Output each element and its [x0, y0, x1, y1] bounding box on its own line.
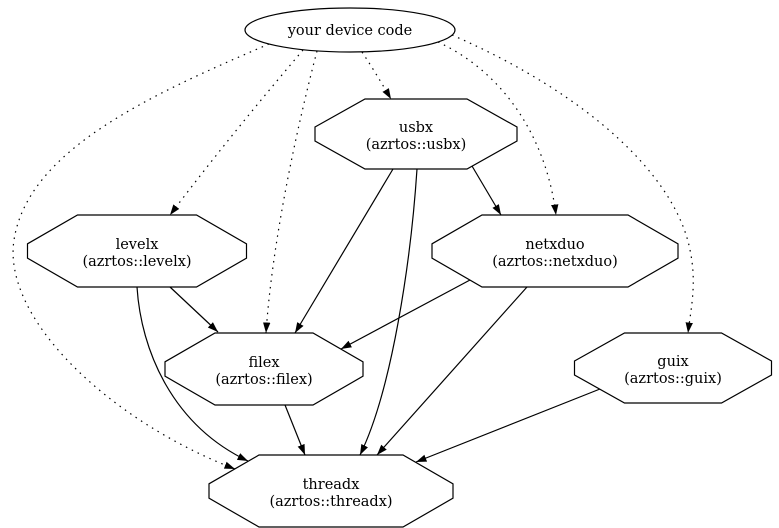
edge-levelx-filex: [169, 286, 219, 333]
levelx-sublabel: (azrtos::levelx): [82, 254, 191, 270]
netxduo-label: netxduo: [525, 237, 584, 253]
edge-netxduo-threadx: [376, 286, 528, 456]
threadx-label: threadx: [303, 477, 360, 493]
edge-device-usbx: [361, 51, 392, 100]
filex-label: filex: [248, 355, 279, 371]
edge-device-filex: [263, 50, 318, 334]
edges-layer: [12, 34, 694, 470]
node-threadx: threadx(azrtos::threadx): [208, 454, 454, 528]
edge-usbx-netxduo: [471, 165, 502, 216]
node-filex: filex(azrtos::filex): [164, 332, 364, 406]
guix-sublabel: (azrtos::guix): [624, 371, 722, 387]
usbx-octagon-shape: [314, 98, 518, 170]
node-guix: guix(azrtos::guix): [573, 332, 773, 404]
device-ellipse-shape: [244, 7, 456, 53]
edge-filex-threadx: [284, 404, 306, 456]
filex-sublabel: (azrtos::filex): [215, 372, 312, 388]
threadx-octagon-shape: [208, 454, 454, 528]
node-netxduo: netxduo(azrtos::netxduo): [431, 214, 679, 288]
device-label: your device code: [287, 23, 413, 39]
nodes-layer: your device codeusbx(azrtos::usbx)levelx…: [26, 7, 773, 528]
edge-device-threadx: [12, 43, 270, 470]
levelx-octagon-shape: [26, 214, 248, 288]
node-levelx: levelx(azrtos::levelx): [26, 214, 248, 288]
edge-usbx-filex: [294, 168, 394, 334]
edge-usbx-threadx: [359, 168, 418, 456]
guix-octagon-shape: [573, 332, 773, 404]
guix-label: guix: [657, 354, 688, 370]
edge-netxduo-filex: [340, 279, 471, 350]
netxduo-octagon-shape: [431, 214, 679, 288]
threadx-sublabel: (azrtos::threadx): [269, 494, 392, 510]
netxduo-sublabel: (azrtos::netxduo): [492, 254, 618, 270]
usbx-sublabel: (azrtos::usbx): [366, 137, 467, 153]
usbx-label: usbx: [399, 120, 433, 136]
filex-octagon-shape: [164, 332, 364, 406]
levelx-label: levelx: [116, 237, 159, 253]
edge-levelx-threadx: [136, 286, 249, 462]
edge-device-guix: [451, 34, 694, 334]
node-usbx: usbx(azrtos::usbx): [314, 98, 518, 170]
edge-guix-threadx: [415, 388, 601, 463]
node-device: your device code: [244, 7, 456, 53]
edge-device-levelx: [169, 49, 304, 216]
